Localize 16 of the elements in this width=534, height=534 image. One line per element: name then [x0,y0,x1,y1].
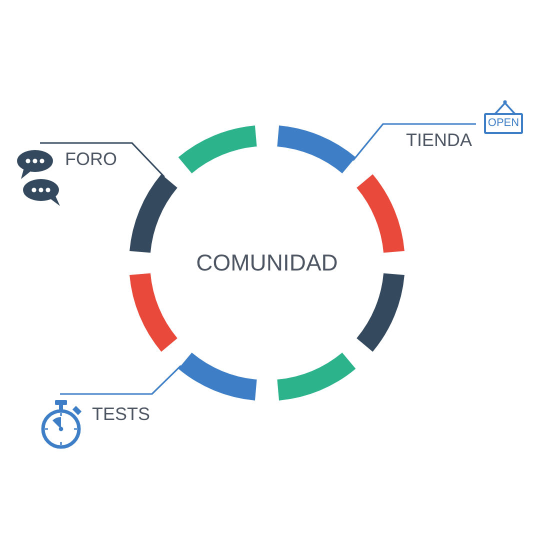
leader-line [60,365,182,395]
ring-segment [356,273,404,352]
leader-line [40,142,165,178]
leader-line [352,123,476,161]
ring-segment [130,174,178,253]
hanging-sign: OPEN [484,113,523,134]
ring-segment [277,126,356,174]
center-label: COMUNIDAD [196,252,338,274]
callout-label: TIENDA [406,131,472,149]
callout-label: TESTS [92,405,150,423]
ring-segment [178,126,257,174]
ring-segment [130,273,178,352]
ring-segment [178,352,257,400]
callout-label: FORO [65,150,117,168]
ring-segment [356,174,404,253]
ring-segment [277,352,356,400]
